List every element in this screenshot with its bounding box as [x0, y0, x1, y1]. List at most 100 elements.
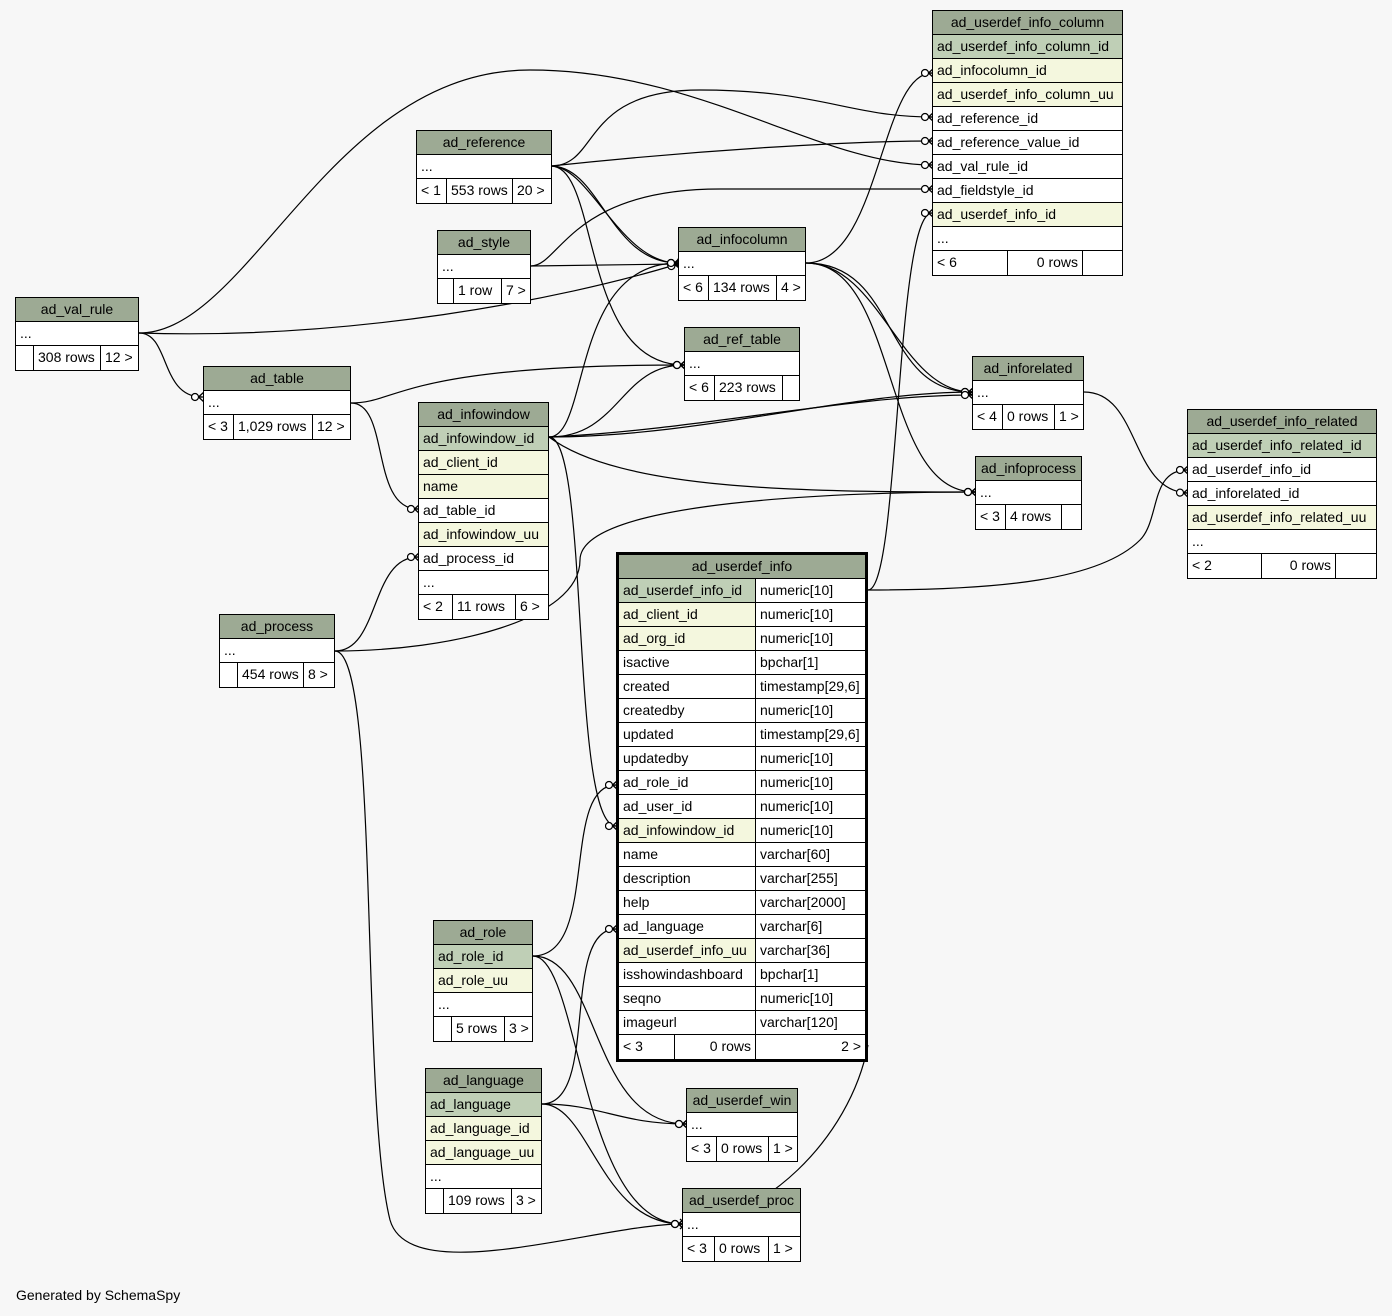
parents-link[interactable] [220, 663, 238, 687]
table-ad-process[interactable]: ad_process ... 454 rows 8 > [219, 614, 335, 688]
children-link[interactable]: 20 > [517, 182, 545, 198]
children-link[interactable]: 7 > [506, 282, 526, 298]
column-row: ... [426, 1165, 541, 1189]
table-title[interactable]: ad_val_rule [16, 298, 138, 322]
row-count: 1 row [454, 279, 502, 303]
parents-link[interactable]: < 3 [976, 505, 1006, 529]
column-row: ad_language_id [426, 1117, 541, 1141]
table-ad-inforelated[interactable]: ad_inforelated ... < 4 0 rows 1 > [972, 356, 1084, 430]
table-title[interactable]: ad_userdef_proc [683, 1189, 800, 1213]
children-link[interactable]: 3 > [516, 1192, 536, 1208]
column-row: ... [434, 993, 532, 1017]
children-link[interactable] [1336, 554, 1376, 578]
children-link[interactable]: 3 > [509, 1020, 529, 1036]
row-count: 5 rows [452, 1017, 505, 1041]
table-ad-table[interactable]: ad_table ... < 3 1,029 rows 12 > [203, 366, 351, 440]
children-link[interactable]: 1 > [773, 1140, 793, 1156]
table-ad-userdef-info-column[interactable]: ad_userdef_info_column ad_userdef_info_c… [932, 10, 1123, 276]
table-ad-ref-table[interactable]: ad_ref_table ... < 6 223 rows [684, 327, 800, 401]
parents-link[interactable]: < 6 [933, 251, 1008, 275]
table-title[interactable]: ad_reference [417, 131, 551, 155]
parents-link[interactable]: < 2 [1188, 554, 1262, 578]
table-title[interactable]: ad_userdef_info [619, 555, 865, 579]
table-ad-role[interactable]: ad_role ad_role_id ad_role_uu ... 5 rows… [433, 920, 533, 1042]
row-count: 454 rows [238, 663, 304, 687]
table-ad-val-rule[interactable]: ad_val_rule ... 308 rows 12 > [15, 297, 139, 371]
parents-link[interactable]: < 3 [204, 415, 234, 439]
table-ad-infocolumn[interactable]: ad_infocolumn ... < 6 134 rows 4 > [678, 227, 806, 301]
table-footer: < 2 0 rows [1188, 554, 1376, 578]
children-link[interactable] [783, 376, 799, 400]
column-row: ad_language [426, 1093, 541, 1117]
table-ad-userdef-info-related[interactable]: ad_userdef_info_related ad_userdef_info_… [1187, 409, 1377, 579]
parents-link[interactable]: < 2 [419, 595, 453, 619]
children-link[interactable] [1062, 505, 1081, 529]
parents-link[interactable] [434, 1017, 452, 1041]
row-count: 0 rows [1262, 554, 1336, 578]
table-ad-style[interactable]: ad_style ... 1 row 7 > [437, 230, 531, 304]
table-title[interactable]: ad_inforelated [973, 357, 1083, 381]
table-title[interactable]: ad_language [426, 1069, 541, 1093]
column-row: name [419, 475, 548, 499]
parents-link[interactable]: < 1 [417, 179, 447, 203]
table-footer: 308 rows 12 > [16, 346, 138, 370]
table-ad-infoprocess[interactable]: ad_infoprocess ... < 3 4 rows [975, 456, 1082, 530]
table-title[interactable]: ad_infoprocess [976, 457, 1081, 481]
table-title[interactable]: ad_userdef_info_related [1188, 410, 1376, 434]
table-footer: < 1 553 rows 20 > [417, 179, 551, 203]
children-link[interactable] [1083, 251, 1122, 275]
table-title[interactable]: ad_infocolumn [679, 228, 805, 252]
table-footer: < 3 1,029 rows 12 > [204, 415, 350, 439]
column-row: ... [220, 639, 334, 663]
children-link[interactable]: 2 > [841, 1038, 861, 1054]
table-title[interactable]: ad_ref_table [685, 328, 799, 352]
parents-link[interactable]: < 3 [687, 1137, 717, 1161]
table-footer: < 3 0 rows 2 > [619, 1035, 865, 1059]
parents-link[interactable]: < 3 [619, 1035, 675, 1059]
table-footer: 5 rows 3 > [434, 1017, 532, 1041]
column-row: ... [419, 571, 548, 595]
children-link[interactable]: 12 > [105, 349, 133, 365]
table-ad-infowindow[interactable]: ad_infowindow ad_infowindow_id ad_client… [418, 402, 549, 620]
table-ad-userdef-proc[interactable]: ad_userdef_proc ... < 3 0 rows 1 > [682, 1188, 801, 1262]
table-title[interactable]: ad_userdef_win [687, 1089, 797, 1113]
table-title[interactable]: ad_process [220, 615, 334, 639]
column-row: ad_infowindow_uu [419, 523, 548, 547]
table-ad-userdef-win[interactable]: ad_userdef_win ... < 3 0 rows 1 > [686, 1088, 798, 1162]
table-footer: < 6 0 rows [933, 251, 1122, 275]
column-row: ... [933, 227, 1122, 251]
parents-link[interactable]: < 6 [679, 276, 709, 300]
row-count: 223 rows [715, 376, 783, 400]
table-title[interactable]: ad_table [204, 367, 350, 391]
children-link[interactable]: 12 > [317, 418, 345, 434]
table-title[interactable]: ad_style [438, 231, 530, 255]
children-link[interactable]: 6 > [520, 598, 540, 614]
column-row: ad_infowindow_id [419, 427, 548, 451]
children-link[interactable]: 4 > [781, 279, 801, 295]
children-link[interactable]: 8 > [308, 666, 328, 682]
row-count: 308 rows [34, 346, 101, 370]
table-ad-reference[interactable]: ad_reference ... < 1 553 rows 20 > [416, 130, 552, 204]
parents-link[interactable]: < 3 [683, 1237, 715, 1261]
table-title[interactable]: ad_role [434, 921, 532, 945]
parents-link[interactable]: < 6 [685, 376, 715, 400]
children-link[interactable]: 1 > [1059, 408, 1079, 424]
parents-link[interactable] [16, 346, 34, 370]
table-ad-language[interactable]: ad_language ad_language ad_language_id a… [425, 1068, 542, 1214]
parents-link[interactable] [426, 1189, 444, 1213]
parents-link[interactable] [438, 279, 454, 303]
row-count: 4 rows [1006, 505, 1062, 529]
children-link[interactable]: 1 > [773, 1240, 793, 1256]
table-title[interactable]: ad_userdef_info_column [933, 11, 1122, 35]
table-title[interactable]: ad_infowindow [419, 403, 548, 427]
parents-link[interactable]: < 4 [973, 405, 1003, 429]
table-footer: < 2 11 rows 6 > [419, 595, 548, 619]
